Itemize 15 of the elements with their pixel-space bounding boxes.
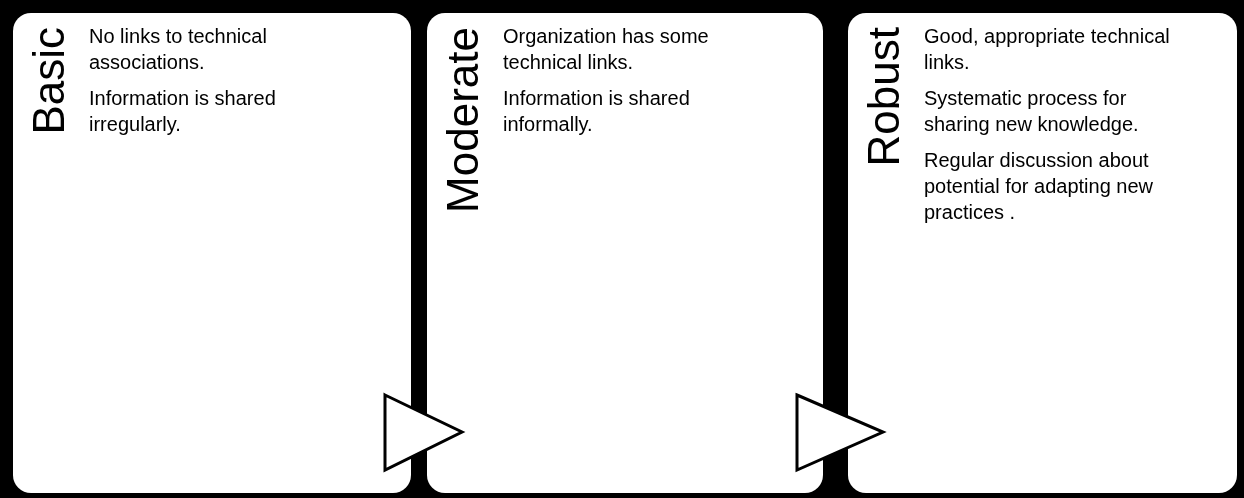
description-text: Regular discussion about potential for adapting new practices . <box>924 148 1155 225</box>
description-text: Good, appropriate technical links. <box>924 24 1171 75</box>
description-text: Organization has some technical links. <box>503 24 710 75</box>
chevron-arrow <box>795 392 887 473</box>
description-text: No links to technical associations. <box>89 24 268 75</box>
chevron-arrow <box>383 392 466 473</box>
stage-title: Robust <box>862 27 906 167</box>
stage-card <box>427 13 823 493</box>
stage-title: Moderate <box>441 27 485 213</box>
description-text: Information is shared informally. <box>503 86 691 137</box>
stage-card <box>13 13 411 493</box>
description-text: Information is shared irregularly. <box>89 86 277 137</box>
description-text: Systematic process for sharing new knowledge. <box>924 86 1140 137</box>
stage-title: Basic <box>27 27 71 135</box>
stage-card <box>848 13 1237 493</box>
